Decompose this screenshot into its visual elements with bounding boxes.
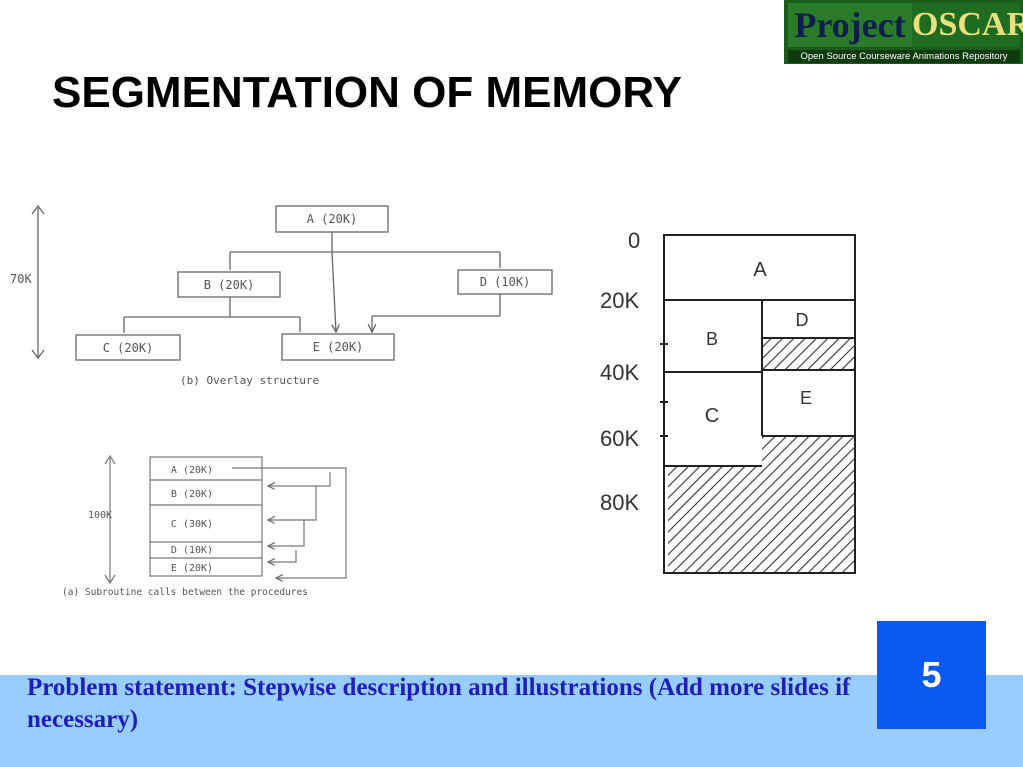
up-arrow-icon <box>104 454 116 465</box>
subroutine-row-a: A (20K) <box>171 465 213 476</box>
free-region-bottom <box>668 436 854 572</box>
subroutine-caption: (a) Subroutine calls between the procedu… <box>62 587 308 598</box>
address-80k: 80K <box>600 490 639 515</box>
segment-a-label: A <box>753 259 767 281</box>
footer-band <box>0 675 1023 767</box>
node-d-label: D (10K) <box>480 275 531 289</box>
address-40k: 40K <box>600 360 639 385</box>
address-0: 0 <box>628 228 640 253</box>
down-arrow-icon <box>31 349 45 360</box>
overlay-structure-diagram <box>31 204 553 361</box>
node-e-label: E (20K) <box>313 340 364 354</box>
logo-word-oscar: OSCAR <box>912 3 1023 47</box>
call-line-outer <box>232 467 347 578</box>
down-arrow-icon <box>104 574 116 585</box>
page-number-box <box>877 621 986 729</box>
call-line-e <box>268 550 297 562</box>
memory-outline <box>663 234 856 574</box>
segment-d-label: D <box>796 310 809 330</box>
node-c-label: C (20K) <box>103 341 154 355</box>
call-line-b <box>268 472 331 486</box>
node-c-box <box>75 334 181 361</box>
subroutine-size-label: 100K <box>88 510 112 521</box>
segment-e-label: E <box>800 388 812 408</box>
problem-statement: Problem statement: Stepwise description … <box>27 674 851 733</box>
memory-map-diagram <box>660 234 856 574</box>
call-line-c <box>268 486 317 520</box>
call-line-d <box>268 520 305 546</box>
slide-title: SEGMENTATION OF MEMORY <box>52 68 682 117</box>
subroutine-stack <box>149 456 263 577</box>
logo-word-project: Project <box>788 3 912 47</box>
subroutine-row-e: E (20K) <box>171 563 213 574</box>
free-region-after-d <box>762 338 854 370</box>
node-e-box <box>281 333 395 361</box>
node-b-box <box>177 271 281 298</box>
node-a-label: A (20K) <box>307 212 358 226</box>
overlay-caption: (b) Overlay structure <box>180 374 319 387</box>
node-b-label: B (20K) <box>204 278 255 292</box>
page-number: 5 <box>921 654 942 695</box>
node-d-box <box>457 269 553 295</box>
address-60k: 60K <box>600 426 639 451</box>
subroutine-calls-diagram <box>104 454 347 585</box>
connector-d-to-e <box>372 294 501 332</box>
tree-connector-top <box>229 232 501 270</box>
segment-b-label: B <box>706 329 718 349</box>
overlay-size-label: 70K <box>10 272 32 286</box>
subroutine-row-d: D (10K) <box>171 545 213 556</box>
segment-c-label: C <box>705 405 719 427</box>
subroutine-row-c: C (30K) <box>171 519 213 530</box>
subroutine-row-b: B (20K) <box>171 489 213 500</box>
tree-connector-b <box>123 297 301 333</box>
up-arrow-icon <box>31 204 45 215</box>
connector-a-to-e <box>332 251 336 332</box>
logo-tagline: Open Source Courseware Animations Reposi… <box>788 50 1020 63</box>
address-20k: 20K <box>600 288 639 313</box>
project-oscar-logo: Project OSCAR Open Source Courseware Ani… <box>784 0 1023 64</box>
